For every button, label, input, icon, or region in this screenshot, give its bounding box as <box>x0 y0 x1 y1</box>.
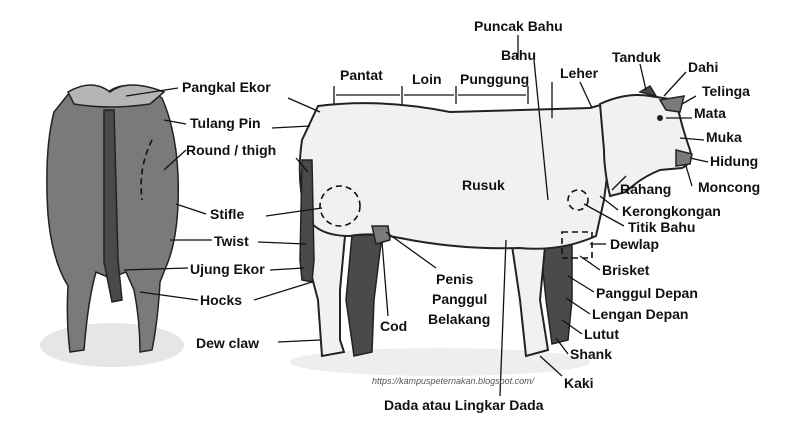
rear-thigh-line <box>140 139 153 201</box>
side-tail <box>299 159 315 283</box>
watermark: https://kampuspeternakan.blogspot.com/ <box>372 376 536 386</box>
muzzle <box>675 149 693 167</box>
label-leher: Leher <box>560 65 599 81</box>
label-rahang: Rahang <box>620 181 671 197</box>
label-hidung: Hidung <box>710 153 758 169</box>
stifle-circle <box>319 185 361 227</box>
leader-lines <box>123 35 709 397</box>
point-of-shoulder-circle <box>567 189 589 211</box>
label-round-thigh: Round / thigh <box>186 142 276 158</box>
label-pantat: Pantat <box>340 67 383 83</box>
label-twist: Twist <box>214 233 249 249</box>
label-bahu: Bahu <box>501 47 536 63</box>
label-dada: Dada atau Lingkar Dada <box>384 397 544 413</box>
label-moncong: Moncong <box>698 179 760 195</box>
label-tanduk: Tanduk <box>612 49 661 65</box>
label-loin: Loin <box>412 71 442 87</box>
topline-dimensions <box>333 86 529 104</box>
rear-tail <box>103 109 123 303</box>
side-view-cow <box>290 84 693 376</box>
brisket-box <box>561 231 593 259</box>
label-dewlap: Dewlap <box>610 236 659 252</box>
ear <box>658 95 686 113</box>
label-dew-claw: Dew claw <box>196 335 259 351</box>
label-pangkal-ekor: Pangkal Ekor <box>182 79 271 95</box>
label-kerongkongan: Kerongkongan <box>622 203 721 219</box>
label-panggul-belakang-2: Belakang <box>428 311 490 327</box>
label-penis: Penis <box>436 271 474 287</box>
label-cod: Cod <box>380 318 407 334</box>
label-panggul-depan: Panggul Depan <box>596 285 698 301</box>
labels: Puncak Bahu Bahu Leher Tanduk Dahi Telin… <box>182 18 760 413</box>
label-dahi: Dahi <box>688 59 718 75</box>
label-ujung-ekor: Ujung Ekor <box>190 261 265 277</box>
side-ground-shadow <box>290 348 590 376</box>
label-hocks: Hocks <box>200 292 242 308</box>
label-lutut: Lutut <box>584 326 619 342</box>
label-punggung: Punggung <box>460 71 529 87</box>
label-telinga: Telinga <box>702 83 750 99</box>
rear-view-cow <box>40 84 184 367</box>
hind-leg-far <box>345 234 383 357</box>
rear-top <box>67 84 166 108</box>
label-rusuk: Rusuk <box>462 177 505 193</box>
label-titik-bahu: Titik Bahu <box>628 219 695 235</box>
label-shank: Shank <box>570 346 612 362</box>
eye <box>657 115 663 121</box>
label-mata: Mata <box>694 105 726 121</box>
label-puncak-bahu: Puncak Bahu <box>474 18 563 34</box>
label-kaki: Kaki <box>564 375 594 391</box>
label-tulang-pin: Tulang Pin <box>190 115 261 131</box>
side-body <box>298 98 620 250</box>
label-lengan-depan: Lengan Depan <box>592 306 688 322</box>
front-leg-near <box>508 230 550 358</box>
label-panggul-belakang-1: Panggul <box>432 291 487 307</box>
label-brisket: Brisket <box>602 262 650 278</box>
label-stifle: Stifle <box>210 206 244 222</box>
sheath <box>371 225 391 245</box>
horn <box>638 84 658 98</box>
label-muka: Muka <box>706 129 742 145</box>
rear-ground-shadow <box>40 323 184 367</box>
